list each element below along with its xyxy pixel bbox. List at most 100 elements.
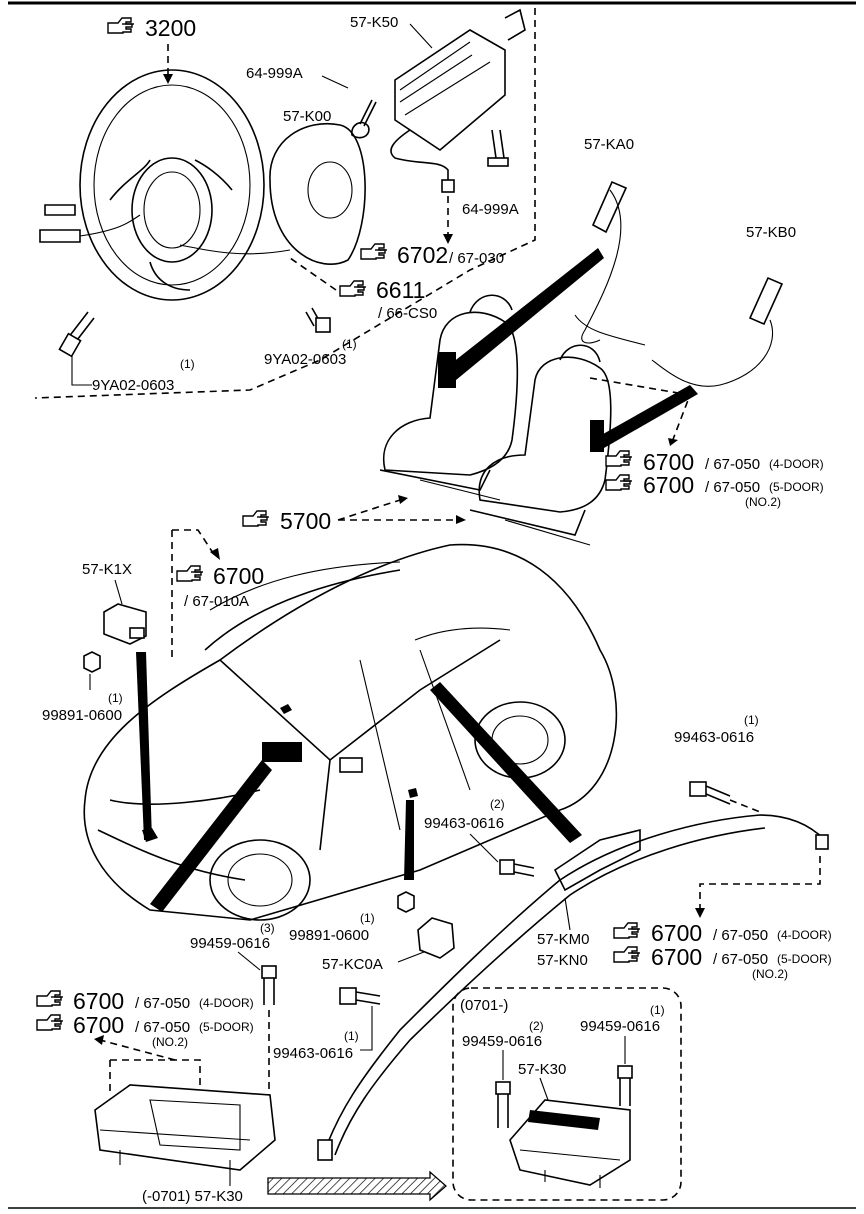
qty-99463-center: (2)	[490, 797, 505, 811]
ref-sub-010A: / 67-010A	[184, 593, 249, 610]
qty-9YA02-right: (1)	[342, 337, 357, 351]
part-99463-0616-right-label: 99463-0616	[674, 729, 754, 746]
ref-6702: 6702 / 67-030	[360, 196, 504, 268]
bolt-99459-left: (3) 99459-0616	[190, 921, 277, 1130]
car-body-drawing	[83, 543, 618, 921]
part-57-K30-inset-label: 57-K30	[518, 1061, 566, 1078]
bolt-9YA02-right: (1) 9YA02-0603	[264, 307, 357, 368]
ref-sub-050-f: / 67-050	[135, 1019, 190, 1036]
part-64-999A-top-label: 64-999A	[246, 65, 303, 82]
ref-6700-010A: 6700 / 67-010A	[171, 529, 264, 660]
part-99891-0600-top-label: 99891-0600	[42, 707, 122, 724]
pointing-hand-icon	[613, 922, 641, 939]
door-4-a: (4-DOOR)	[769, 457, 824, 471]
qty-99891-top: (1)	[108, 691, 123, 705]
ref-sub-6702: / 67-030	[449, 250, 504, 267]
part-64-999A-bottom-label: 64-999A	[462, 201, 519, 218]
sensor-57-KC0A: (1) 99891-0600 57-KC0A	[289, 891, 455, 973]
qty-99459-left: (3)	[260, 921, 275, 935]
replacement-arrow	[267, 1170, 447, 1202]
part-57-K00-label: 57-K00	[283, 108, 331, 125]
door-5-c: (5-DOOR)	[199, 1020, 254, 1034]
part-99459-0616-left-label: 99459-0616	[190, 935, 270, 952]
part-57-KN0-label: 57-KN0	[537, 952, 588, 969]
door-4-c: (4-DOOR)	[199, 996, 254, 1010]
pointing-hand-icon	[360, 243, 388, 260]
pointing-hand-icon	[36, 1014, 64, 1031]
part-99891-0600-bottom-label: 99891-0600	[289, 927, 369, 944]
passenger-airbag-module: 57-K50	[350, 8, 526, 193]
ref-sub-050-e: / 67-050	[135, 995, 190, 1012]
qty-99459-inset-right: (1)	[650, 1003, 665, 1017]
screw-64-999A-bottom: 64-999A	[462, 129, 519, 218]
bolt-9YA02-left: (1) 9YA02-0603	[58, 311, 195, 394]
pointing-hand-icon	[605, 450, 633, 467]
pointing-hand-icon	[107, 17, 135, 34]
ref-6611: 6611 / 66-CS0	[289, 257, 437, 322]
qty-99891-bottom: (1)	[360, 911, 375, 925]
inset-title: (0701-)	[460, 997, 508, 1014]
seat-ref-guide	[589, 377, 692, 443]
part-99463-0616-left-label: 99463-0616	[273, 1045, 353, 1062]
callout-wedge-kb0	[596, 385, 698, 448]
no2-b: (NO.2)	[752, 967, 788, 981]
ref-sub-050-a: / 67-050	[705, 456, 760, 473]
callout-wedge-k30	[150, 760, 272, 912]
sensor-57-K1X: 57-K1X (1) 99891-0600	[42, 561, 147, 724]
part-99459-0616-inset-right-label: 99459-0616	[580, 1018, 660, 1035]
ref-number-6700-a: 6700	[643, 449, 694, 475]
curtain-ref-guide	[699, 856, 821, 912]
ref-number-6700-e: 6700	[73, 988, 124, 1014]
door-5-b: (5-DOOR)	[777, 952, 832, 966]
part-57-K1X-label: 57-K1X	[82, 561, 132, 578]
side-airbag-57-KB0: 57-KB0	[574, 224, 796, 387]
ref-sub-050-d: / 67-050	[713, 951, 768, 968]
pointing-hand-icon	[339, 280, 367, 297]
part-57-K30-bottom-label: (-0701) 57-K30	[142, 1188, 243, 1205]
bolt-99463-right: (1) 99463-0616	[674, 713, 761, 813]
pointing-hand-icon	[242, 510, 270, 527]
part-99459-0616-inset-left-label: 99459-0616	[462, 1033, 542, 1050]
front-seats-drawing	[379, 294, 612, 546]
part-57-KM0-label: 57-KM0	[537, 931, 590, 948]
pointing-hand-icon	[605, 474, 633, 491]
part-99463-0616-center-label: 99463-0616	[424, 815, 504, 832]
steering-wheel-drawing	[39, 69, 291, 301]
ref-6700-seats: 6700 / 67-050 (4-DOOR) 6700 / 67-050 (5-…	[605, 449, 824, 509]
pointing-hand-icon	[36, 990, 64, 1007]
ref-number-6611: 6611	[376, 277, 425, 303]
callout-wedge-ka0	[438, 248, 604, 385]
qty-99463-left: (1)	[344, 1029, 359, 1043]
ref-3200: 3200	[107, 15, 196, 84]
part-9YA02-0603-right-label: 9YA02-0603	[264, 351, 346, 368]
bolt-99463-left: (1) 99463-0616	[273, 987, 381, 1062]
qty-9YA02-left: (1)	[180, 357, 195, 371]
part-9YA02-0603-left-label: 9YA02-0603	[92, 377, 174, 394]
curtain-ref-arrowhead	[695, 908, 705, 918]
no2-a: (NO.2)	[745, 495, 781, 509]
ref-sub-050-b: / 67-050	[705, 479, 760, 496]
ref-sub-050-c: / 67-050	[713, 927, 768, 944]
inset-box-0701: (0701-) (2) 99459-0616 (1) 99459-0616 57…	[452, 987, 682, 1201]
seat-ref-arrowhead	[668, 438, 678, 446]
qty-99463-right: (1)	[744, 713, 759, 727]
part-57-KA0-label: 57-KA0	[584, 136, 634, 153]
ref-5700: 5700	[242, 495, 466, 534]
bolt-99463-center: (2) 99463-0616	[424, 797, 535, 877]
screw-64-999A-top: 64-999A	[246, 65, 377, 139]
ref-6700-module: 6700 / 67-050 (4-DOOR) 6700 / 67-050 (5-…	[36, 988, 254, 1061]
door-5-a: (5-DOOR)	[769, 480, 824, 494]
part-57-KB0-label: 57-KB0	[746, 224, 796, 241]
ref-number-6700-d: 6700	[651, 944, 702, 970]
ref-number-6700-b: 6700	[643, 472, 694, 498]
callout-wedge-kc0a	[404, 800, 414, 880]
part-57-KC0A-label: 57-KC0A	[322, 956, 383, 973]
pointing-hand-icon	[613, 946, 641, 963]
driver-airbag-module: 57-K00	[269, 108, 366, 265]
airbag-control-module-old: (-0701) 57-K30	[94, 1059, 276, 1205]
callout-wedge-curtain	[430, 682, 582, 843]
callout-wedge-k1x	[136, 652, 152, 840]
steering-group-boundary	[34, 8, 536, 399]
curtain-airbag-57-KM0: 57-KM0 57-KN0	[317, 814, 829, 1161]
